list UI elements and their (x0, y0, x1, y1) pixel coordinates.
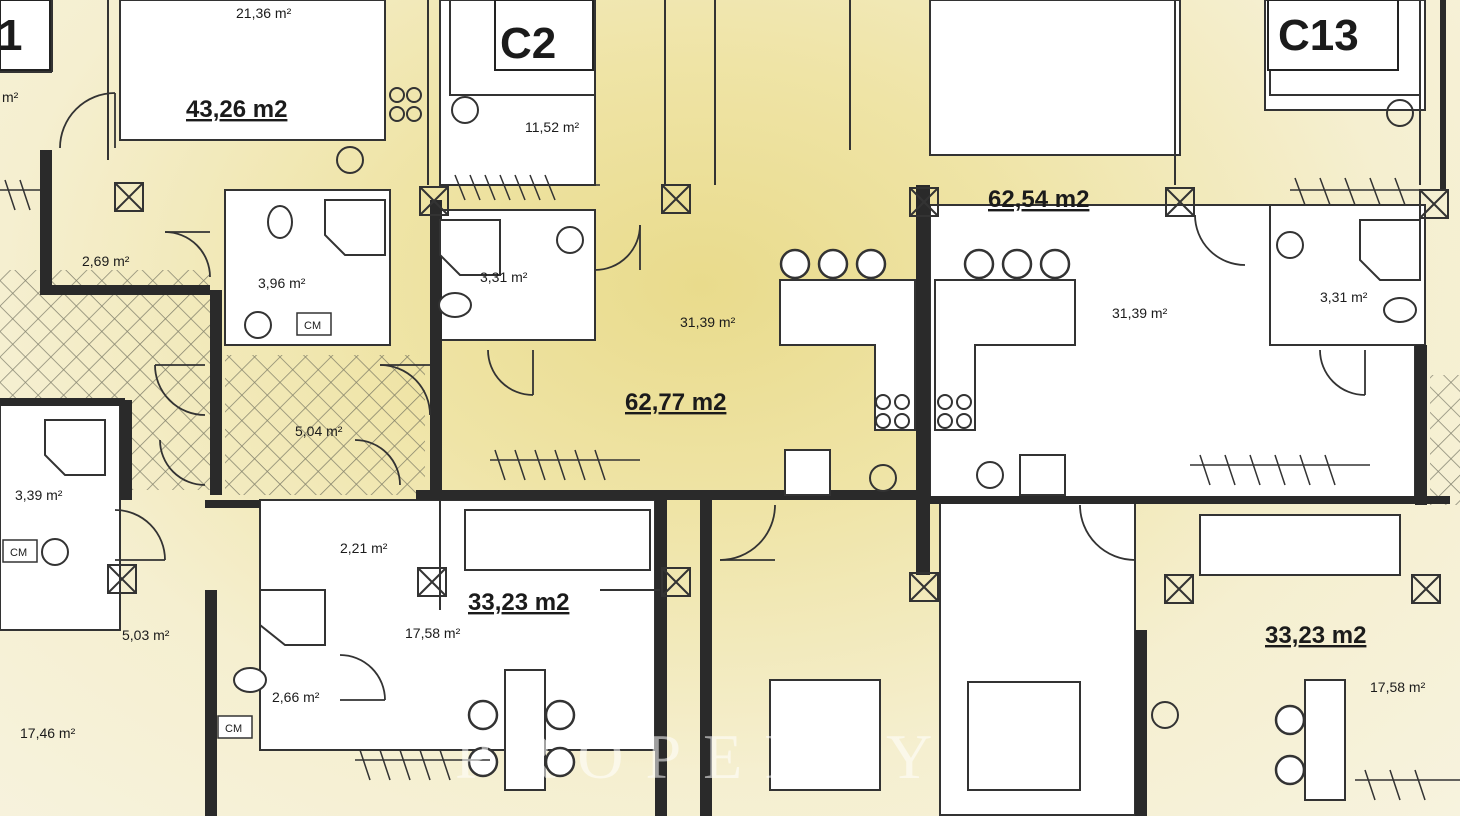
watermark: PROPERTY M (455, 721, 1069, 792)
room-area-label: 3,31 m² (480, 269, 528, 285)
unit-area-62-77: 62,77 m2 (625, 389, 726, 416)
unit-code-boxes (0, 0, 1399, 71)
unit-area-33-23-b: 33,23 m2 (1265, 622, 1366, 649)
room-area-label: 5,03 m² (122, 627, 170, 643)
room-area-label: 11,52 m² (525, 119, 580, 135)
room-area-label: 31,39 m² (680, 314, 736, 330)
hobs (41, 87, 1414, 729)
room-area-label: 5,04 m² (295, 423, 343, 439)
door-swings (59, 92, 1366, 701)
appliance-label: CM (10, 547, 27, 559)
tables (504, 669, 1346, 801)
room-area-label: 21,36 m² (236, 5, 292, 21)
unit-area-62-54: 62,54 m2 (988, 186, 1089, 213)
showers (44, 199, 1421, 646)
room-area-label: 17,46 m² (20, 725, 76, 741)
shafts (107, 182, 1449, 604)
appliance-label: CM (225, 723, 242, 735)
room-area-label: 31,39 m² (1112, 305, 1168, 321)
room-area-label: 17,58 m² (1370, 679, 1426, 695)
room-area-label: 2,21 m² (340, 540, 388, 556)
appliance-label: CM (304, 320, 321, 332)
toilets (233, 205, 1417, 693)
stools (467, 248, 1306, 786)
room-area-label: 3,39 m² (15, 487, 63, 503)
room-area-label: 17,58 m² (405, 625, 461, 641)
kitchen-island (464, 279, 1401, 576)
unit-area-33-23-a: 33,23 m2 (468, 589, 569, 616)
unit-code-1: 1 (0, 11, 22, 60)
wardrobes (0, 174, 1460, 801)
room-area-label: 2,69 m² (82, 253, 130, 269)
room-area-label: 3,31 m² (1320, 289, 1368, 305)
unit-code-c13: C13 (1278, 11, 1359, 60)
unit-area-43-26: 43,26 m2 (186, 96, 287, 123)
room-area-label: 3,96 m² (258, 275, 306, 291)
washing-machine-labels (2, 312, 332, 739)
room-area-label: m² (2, 89, 19, 105)
unit-code-c2: C2 (500, 19, 556, 68)
room-area-label: 2,66 m² (272, 689, 320, 705)
